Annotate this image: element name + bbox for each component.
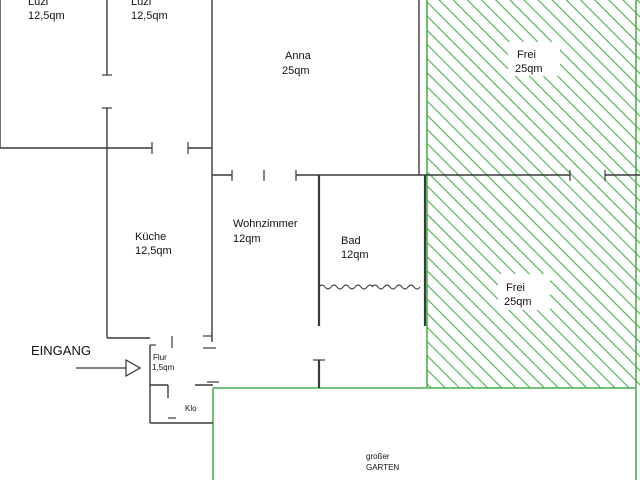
room-wohnzimmer-name: Wohnzimmer [233, 218, 298, 230]
room-kueche-name: Küche [135, 231, 166, 243]
garden-label-line2: GARTEN [366, 463, 399, 472]
room-frei-top-area: 25qm [515, 63, 543, 75]
door-marks [102, 74, 606, 419]
room-flur-name: Flur [153, 353, 167, 362]
frei-bottom-label-bg [498, 274, 550, 310]
room-flur-area: 1,5qm [152, 363, 175, 372]
room-frei-bottom-name: Frei [506, 282, 525, 294]
room-anna-area: 25qm [282, 65, 310, 77]
entrance-label: EINGANG [31, 343, 91, 358]
room-luzi-2-area: 12,5qm [131, 10, 168, 22]
walls [0, 0, 640, 424]
free-area-top-hatch [427, 0, 640, 175]
room-luzi-1-area: 12,5qm [28, 10, 65, 22]
room-bad-area: 12qm [341, 249, 369, 261]
entrance-arrow-icon [76, 358, 142, 378]
room-bad-name: Bad [341, 235, 361, 247]
room-kueche-area: 12,5qm [135, 245, 172, 257]
garden-label-line1: großer [366, 452, 390, 461]
bad-curtain-line [318, 284, 421, 290]
room-luzi-2-name: Luzi [131, 0, 151, 8]
room-wohnzimmer-area: 12qm [233, 233, 261, 245]
room-frei-top-name: Frei [517, 49, 536, 61]
room-klo-name: Klo [185, 404, 197, 413]
room-luzi-1-name: Luzi [28, 0, 48, 8]
room-anna-name: Anna [285, 50, 312, 62]
frei-top-label-bg [508, 42, 560, 76]
room-frei-bottom-area: 25qm [504, 296, 532, 308]
garden-outline [212, 0, 637, 480]
